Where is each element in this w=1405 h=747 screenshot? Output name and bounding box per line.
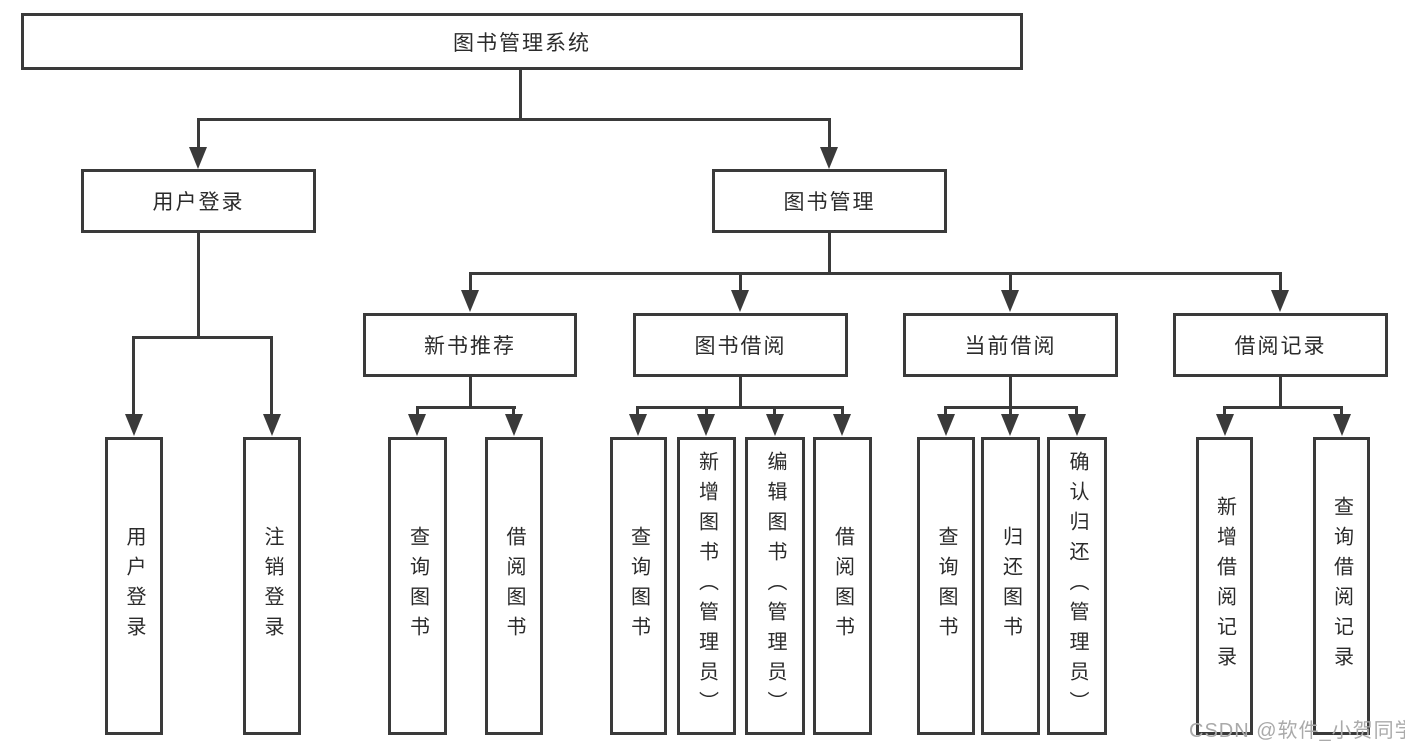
connector-line [1009,406,1012,416]
node-borrow-book: 借阅图书 [813,437,872,735]
node-borrow-records: 借阅记录 [1173,313,1388,377]
node-book-borrow-label: 图书借阅 [694,335,787,358]
connector-line [841,406,844,416]
connector-line [636,406,639,416]
node-new-book-recommend: 新书推荐 [363,313,577,377]
node-recommend-borrow-book: 借阅图书 [485,437,543,735]
node-logout: 注销登录 [243,437,301,735]
connector-line [197,118,200,150]
node-query-borrow-record-label: 查询借阅记录 [1330,496,1353,676]
connector-line [416,406,516,409]
node-borrow-records-label: 借阅记录 [1234,335,1327,358]
arrowhead-icon [937,414,955,436]
node-library-system: 图书管理系统 [21,13,1023,70]
arrowhead-icon [125,414,143,436]
node-book-borrow: 图书借阅 [633,313,848,377]
connector-line [519,70,522,121]
connector-line [1279,272,1282,292]
arrowhead-icon [1001,414,1019,436]
connector-line [469,272,1282,275]
node-borrow-query-book-label: 查询图书 [627,526,650,646]
node-borrow-book-label: 借阅图书 [831,526,854,646]
connector-line [739,272,742,292]
node-confirm-return-admin: 确认归还（管理员） [1047,437,1107,735]
connector-line [270,336,273,416]
node-current-borrow: 当前借阅 [903,313,1118,377]
connector-line [132,336,135,416]
connector-line [197,118,831,121]
connector-line [1075,406,1078,416]
node-add-borrow-record-label: 新增借阅记录 [1213,496,1236,676]
connector-line [132,336,273,339]
node-edit-book-admin: 编辑图书（管理员） [745,437,805,735]
node-return-book-label: 归还图书 [999,526,1022,646]
node-return-book: 归还图书 [981,437,1040,735]
connector-line [1223,406,1343,409]
node-user-login-label: 用户登录 [152,191,245,214]
arrowhead-icon [1216,414,1234,436]
arrowhead-icon [629,414,647,436]
arrowhead-icon [833,414,851,436]
connector-line [1340,406,1343,416]
arrowhead-icon [1068,414,1086,436]
node-recommend-query-book-label: 查询图书 [406,526,429,646]
arrowhead-icon [697,414,715,436]
connector-line [416,406,419,416]
node-add-book-admin: 新增图书（管理员） [677,437,736,735]
connector-line [944,406,947,416]
node-library-system-label: 图书管理系统 [453,31,591,55]
connector-line [1279,377,1282,409]
node-current-query-book: 查询图书 [917,437,975,735]
arrowhead-icon [766,414,784,436]
connector-line [1223,406,1226,416]
arrowhead-icon [731,290,749,312]
node-recommend-borrow-book-label: 借阅图书 [503,526,525,646]
connector-line [739,377,742,409]
node-login: 用户登录 [105,437,163,735]
connector-line [197,233,200,339]
connector-line [705,406,708,416]
connector-line [636,406,844,409]
arrowhead-icon [1001,290,1019,312]
arrowhead-icon [461,290,479,312]
node-current-query-book-label: 查询图书 [935,526,957,646]
node-login-label: 用户登录 [123,526,145,646]
node-recommend-query-book: 查询图书 [388,437,447,735]
connector-line [773,406,776,416]
node-current-borrow-label: 当前借阅 [964,335,1057,358]
node-new-book-recommend-label: 新书推荐 [424,335,516,358]
arrowhead-icon [1271,290,1289,312]
node-user-login: 用户登录 [81,169,316,233]
connector-line [828,118,831,150]
connector-line [1009,377,1012,409]
connector-line [469,377,472,409]
arrowhead-icon [189,147,207,169]
connector-line [828,233,831,275]
arrowhead-icon [820,147,838,169]
arrowhead-icon [505,414,523,436]
node-logout-label: 注销登录 [261,526,283,646]
node-book-management: 图书管理 [712,169,947,233]
node-add-book-admin-label: 新增图书（管理员） [695,451,718,721]
arrowhead-icon [1333,414,1351,436]
arrowhead-icon [263,414,281,436]
node-edit-book-admin-label: 编辑图书（管理员） [764,451,786,721]
connector-line [1009,272,1012,292]
node-add-borrow-record: 新增借阅记录 [1196,437,1253,735]
node-borrow-query-book: 查询图书 [610,437,667,735]
node-confirm-return-admin-label: 确认归还（管理员） [1066,451,1088,721]
arrowhead-icon [408,414,426,436]
node-book-management-label: 图书管理 [783,191,876,214]
csdn-watermark: CSDN @软件_小贺同学 [1189,720,1405,742]
connector-line [512,406,515,416]
connector-line [469,272,472,292]
node-query-borrow-record: 查询借阅记录 [1313,437,1370,735]
